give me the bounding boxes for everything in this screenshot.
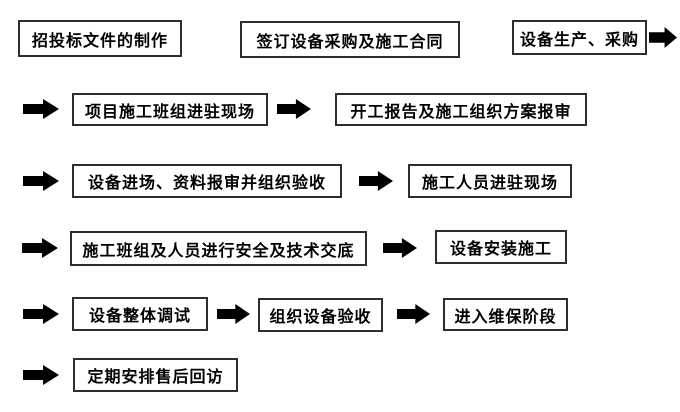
flow-arrow-icon [277, 99, 311, 119]
step-overall-debugging: 设备整体调试 [72, 297, 208, 331]
flow-arrow-icon [649, 27, 677, 48]
step-equipment-arrival-inspection: 设备进场、资料报审并组织验收 [72, 164, 342, 198]
flow-arrow-icon [23, 365, 59, 385]
flow-arrow-icon [397, 304, 430, 324]
flow-arrow-icon [23, 304, 59, 324]
step-personnel-enter-site: 施工人员进驻现场 [408, 164, 572, 198]
step-commencement-report: 开工报告及施工组织方案报审 [335, 93, 587, 126]
step-after-sales-visits: 定期安排售后回访 [73, 358, 238, 392]
flow-arrow-icon [217, 304, 250, 324]
step-organize-acceptance: 组织设备验收 [258, 298, 383, 332]
step-equipment-production: 设备生产、采购 [512, 20, 647, 55]
step-safety-technical-briefing: 施工班组及人员进行安全及技术交底 [70, 231, 367, 266]
step-equipment-installation: 设备安装施工 [435, 230, 567, 264]
flow-arrow-icon [23, 99, 59, 119]
step-crew-enter-site: 项目施工班组进驻现场 [72, 93, 268, 126]
step-sign-contract: 签订设备采购及施工合同 [240, 21, 460, 58]
flow-arrow-icon [383, 238, 417, 258]
flow-arrow-icon [22, 238, 58, 258]
flow-arrow-icon [359, 171, 393, 191]
step-maintenance-phase: 进入维保阶段 [443, 298, 568, 331]
flow-arrow-icon [23, 171, 59, 191]
step-bidding-documents: 招投标文件的制作 [18, 20, 182, 57]
